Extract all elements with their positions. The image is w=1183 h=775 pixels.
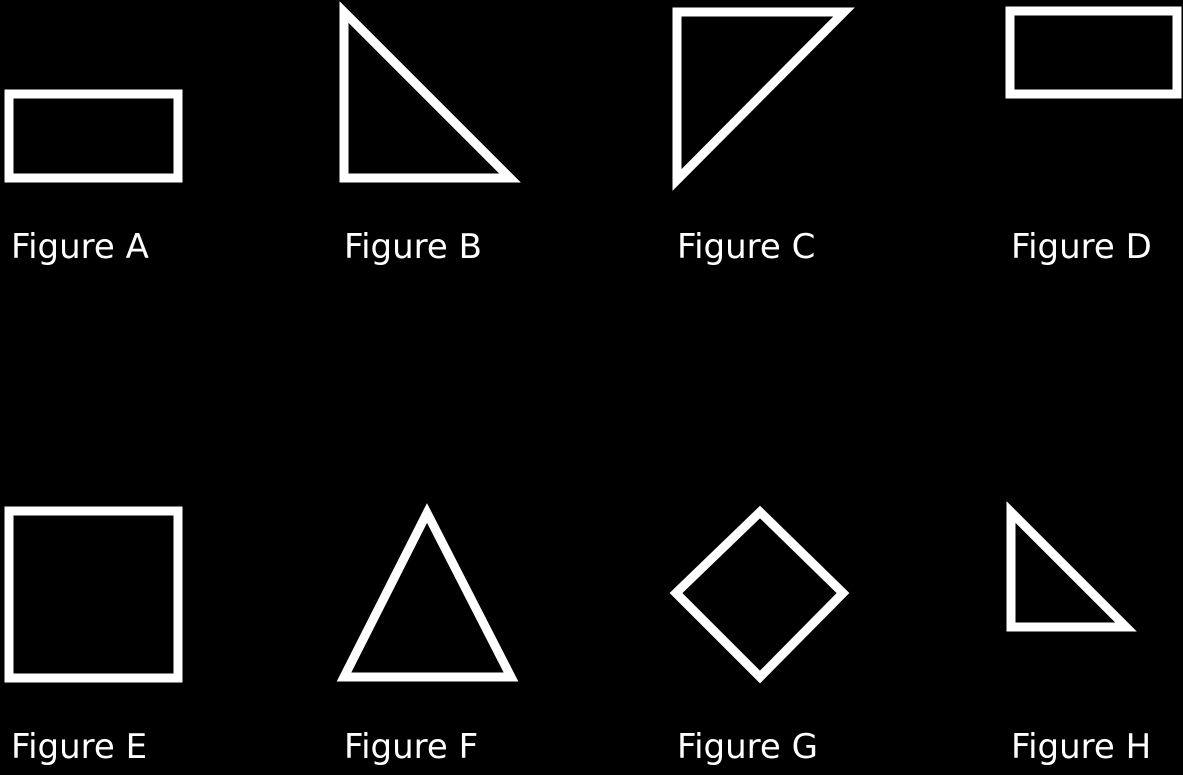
figure-h-shape [1006,501,1137,632]
figure-e-label: Figure E [11,727,148,767]
figure-g-shape [669,505,850,684]
figure-c-label: Figure C [677,227,816,267]
figure-h-label: Figure H [1011,727,1152,767]
figure-d-shape [1005,6,1182,99]
figure-a-shape [4,89,183,183]
figure-f-label: Figure F [344,727,479,767]
figure-c-shape [672,7,855,191]
figure-b-label: Figure B [344,227,482,267]
figure-b-shape [339,1,521,183]
figure-g-label: Figure G [677,727,818,767]
figure-a-label: Figure A [11,227,149,267]
figure-f-shape [336,503,519,682]
figure-d-label: Figure D [1011,227,1152,267]
figure-e-shape [4,506,183,683]
